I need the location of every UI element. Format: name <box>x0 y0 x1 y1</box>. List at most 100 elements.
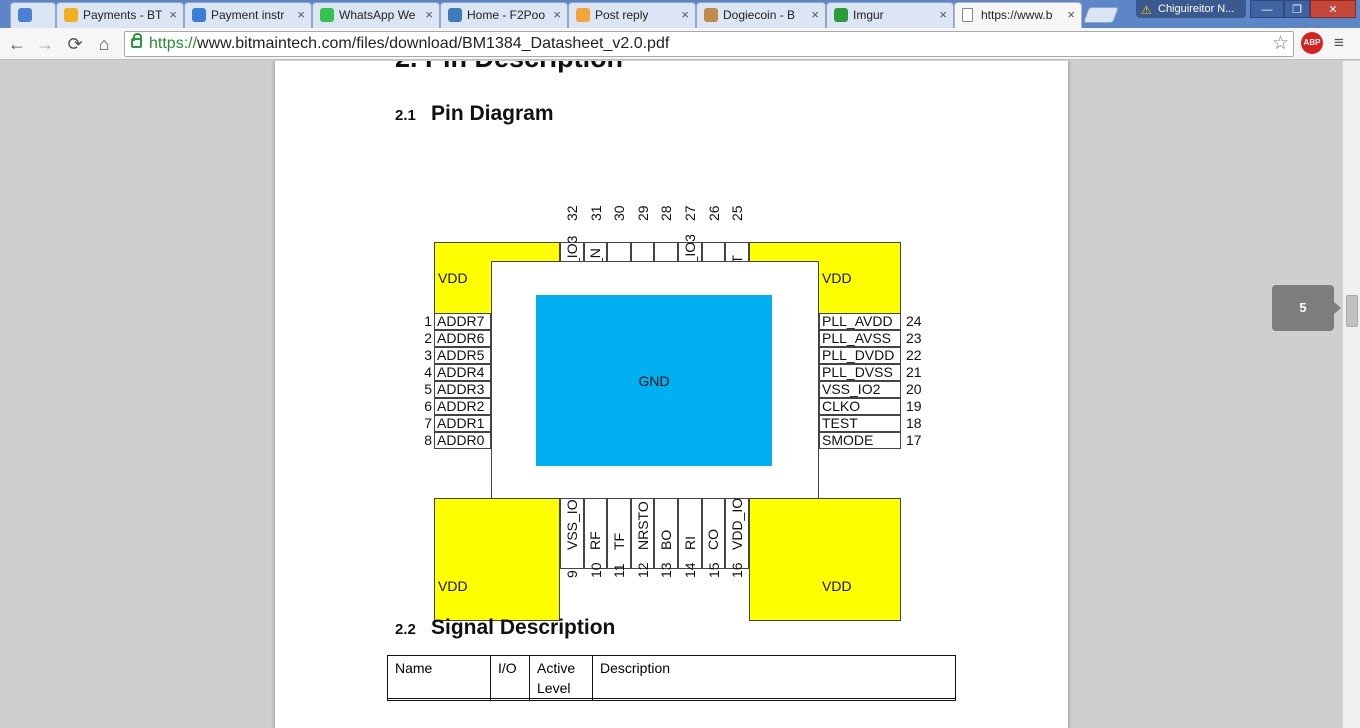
pin-pll-avdd: PLL_AVDD <box>819 313 901 330</box>
tab-2[interactable]: Payment instr × <box>184 2 312 28</box>
pin-pll-dvss: PLL_DVSS <box>819 364 901 381</box>
section-heading: 2. Pin Description <box>395 61 623 74</box>
new-tab-button[interactable] <box>1083 7 1119 23</box>
vertical-scrollbar[interactable] <box>1342 61 1360 728</box>
col-header-description: Description <box>592 655 956 701</box>
pin-number: 22 <box>906 347 922 363</box>
heading-number: 2.1 <box>395 107 416 124</box>
tab-close-icon[interactable]: × <box>297 7 305 22</box>
pin-number: 13 <box>658 562 675 578</box>
table-rule <box>387 698 956 701</box>
lock-icon <box>131 33 142 48</box>
tab-close-icon[interactable]: × <box>811 7 819 22</box>
reload-button[interactable]: ⟳ <box>67 34 83 54</box>
pin-number: 30 <box>611 205 628 221</box>
tab-3[interactable]: WhatsApp We× <box>312 2 440 28</box>
close-window-button[interactable]: ✕ <box>1310 0 1356 18</box>
tab-4[interactable]: Home - F2Poo × <box>440 2 568 28</box>
pin-vss-io1: VSS_IO1 <box>560 492 584 569</box>
profile-name: Chiguireitor N... <box>1158 3 1235 15</box>
tab-title: Post reply <box>595 8 649 22</box>
plus-icon <box>192 8 206 22</box>
pin-number: 3 <box>424 347 432 363</box>
pin-addr1: ADDR1 <box>434 415 491 432</box>
fish-icon <box>448 8 462 22</box>
pin-number: 1 <box>424 313 432 329</box>
address-bar[interactable]: https://www.bitmaintech.com/files/downlo… <box>124 31 1294 57</box>
url-text: www.bitmaintech.com/files/download/BM138… <box>197 35 670 52</box>
tab-close-icon[interactable]: × <box>425 7 433 22</box>
page-icon <box>962 8 973 22</box>
pin-addr2: ADDR2 <box>434 398 491 415</box>
tab-8[interactable]: https://www.b× <box>954 2 1082 28</box>
table-header-row: Name I/O Active Level Description <box>387 655 956 701</box>
profile-badge[interactable]: ⚠ Chiguireitor N... <box>1136 0 1246 18</box>
heading-text: Signal Description <box>431 616 616 639</box>
tab-6[interactable]: Dogiecoin - B × <box>696 2 826 28</box>
tab-close-icon[interactable]: × <box>553 7 561 22</box>
pin-addr6: ADDR6 <box>434 330 491 347</box>
pin-number: 18 <box>906 415 922 431</box>
pin-addr5: ADDR5 <box>434 347 491 364</box>
tab-title: Payments - BT <box>83 8 163 22</box>
pin-number: 31 <box>587 205 604 221</box>
col-header-active-level: Active Level <box>529 655 593 701</box>
warning-icon: ⚠ <box>1141 3 1152 17</box>
scrollbar-thumb[interactable] <box>1346 295 1358 327</box>
pin-number: 32 <box>564 205 580 221</box>
coin-icon <box>64 8 78 22</box>
heading-text: Pin Diagram <box>431 102 554 125</box>
pin-tf: TF <box>607 498 631 569</box>
tab-title: Home - F2Poo <box>467 8 546 22</box>
back-button[interactable]: ← <box>8 34 26 54</box>
pin-number: 12 <box>634 562 651 578</box>
tab-title: Imgur <box>853 8 884 22</box>
tab-5[interactable]: Post reply × <box>568 2 696 28</box>
pin-number: 14 <box>682 562 698 578</box>
pin-number: 9 <box>564 570 580 578</box>
tab-close-icon[interactable]: × <box>939 7 947 22</box>
pin-co: CO <box>701 498 726 569</box>
pin-addr3: ADDR3 <box>434 381 491 398</box>
col-header-name: Name <box>387 655 491 701</box>
tab-1[interactable]: Payments - BT × <box>56 2 184 28</box>
tab-close-icon[interactable]: × <box>169 7 177 22</box>
menu-icon[interactable]: ≡ <box>1334 33 1344 52</box>
tab-0[interactable] <box>10 2 56 28</box>
pin-vss-io2: VSS_IO2 <box>819 381 901 398</box>
bookmark-star-icon[interactable]: ☆ <box>1271 33 1289 54</box>
pin-number: 29 <box>634 205 651 221</box>
gnd-pad: GND <box>536 295 772 466</box>
browser-toolbar: ← → ⟳ ⌂ https://www.bitmaintech.com/file… <box>0 28 1360 60</box>
pin-smode: SMODE <box>819 432 901 449</box>
adblock-icon[interactable]: ABP <box>1301 32 1323 54</box>
pin-number: 26 <box>705 205 722 221</box>
tab-close-icon[interactable]: × <box>681 7 689 22</box>
forward-button[interactable]: → <box>36 34 54 54</box>
pin-addr0: ADDR0 <box>434 432 491 449</box>
tab-7[interactable]: Imgur × <box>826 2 954 28</box>
tab-title: Dogiecoin - B <box>723 8 796 22</box>
maximize-button[interactable]: ❐ <box>1284 0 1310 18</box>
tab-close-icon[interactable]: × <box>1067 7 1075 22</box>
minimize-button[interactable]: — <box>1250 0 1284 18</box>
pin-number: 23 <box>906 330 922 346</box>
pin-number: 6 <box>424 398 432 414</box>
pin-pll-avss: PLL_AVSS <box>819 330 901 347</box>
pin-test: TEST <box>819 415 901 432</box>
home-button[interactable]: ⌂ <box>98 34 110 54</box>
doge-icon <box>704 8 718 22</box>
tab-title: Payment instr <box>211 8 285 22</box>
pin-number: 16 <box>729 562 746 578</box>
pin-bo: BO <box>654 498 678 569</box>
page-number-indicator: 5 <box>1272 285 1341 331</box>
pin-number: 7 <box>424 415 432 431</box>
pin-addr4: ADDR4 <box>434 364 491 381</box>
tab-strip: Payments - BT×Payment instr×WhatsApp We×… <box>0 0 1360 28</box>
pin-number: 28 <box>658 205 675 221</box>
pin-rf: RF <box>583 498 608 569</box>
